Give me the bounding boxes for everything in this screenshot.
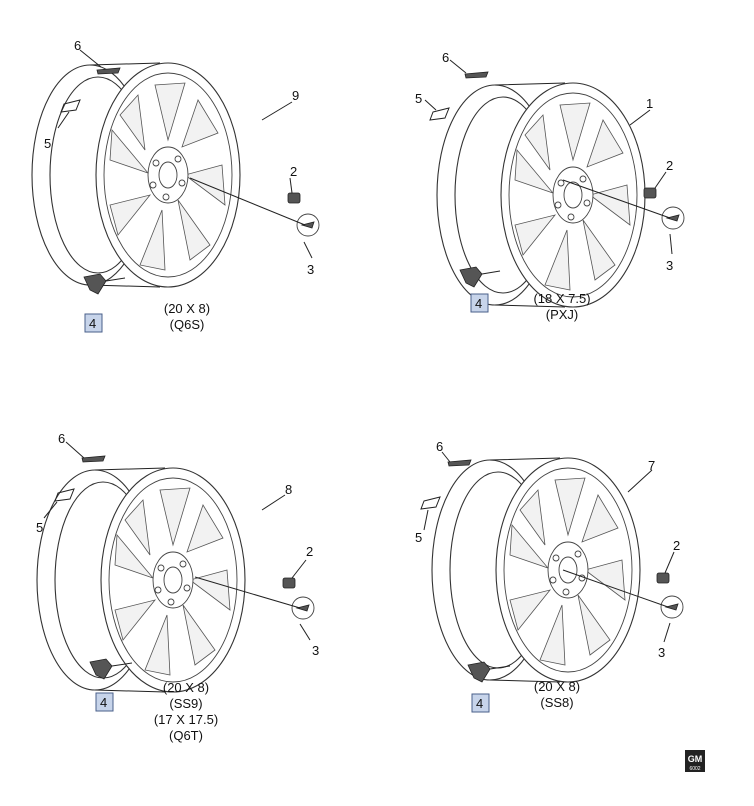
- weight-clip-icon: [60, 99, 81, 113]
- balance-weight-icon: [447, 459, 472, 467]
- lug-nut-icon: [282, 577, 296, 589]
- gm-logo-text: GM: [688, 754, 703, 764]
- callout-weight: 6: [58, 431, 65, 446]
- wheel-4-caption-line-1: (20 X 8): [534, 679, 580, 694]
- callout-sensor-highlight: [471, 693, 490, 713]
- callout-center-cap: 3: [666, 258, 673, 273]
- wheel-3-caption-line-4: (Q6T): [169, 728, 203, 743]
- lug-nut-icon: [643, 187, 657, 199]
- callout-wheel: 8: [285, 482, 292, 497]
- wheel-1-group: 6 5 9 2 3 4 (20 X 8) (Q6S): [31, 38, 320, 333]
- callout-lug-nut: 2: [673, 538, 680, 553]
- wheel-4-group: 6 5 7 2 3 4 (20 X 8) (SS8): [415, 439, 684, 713]
- callout-lug-nut: 2: [306, 544, 313, 559]
- callout-weight-clip: 5: [415, 530, 422, 545]
- tpms-sensor-icon: [83, 273, 107, 295]
- callout-weight: 6: [442, 50, 449, 65]
- callout-sensor-highlight: [95, 692, 114, 712]
- callout-weight-clip: 5: [44, 136, 51, 151]
- callout-sensor-highlight: [470, 293, 489, 313]
- balance-weight-icon: [81, 455, 106, 463]
- wheel-3-group: 6 5 8 2 3 4 (20 X 8) (SS9) (17 X 17.5) (…: [36, 431, 319, 743]
- callout-sensor: 4: [475, 296, 482, 311]
- tpms-sensor-icon: [459, 266, 483, 288]
- lug-nut-icon: [287, 192, 301, 204]
- balance-weight-icon: [464, 71, 489, 79]
- wheel-3-caption-line-3: (17 X 17.5): [154, 712, 218, 727]
- callout-weight-clip: 5: [415, 91, 422, 106]
- lug-nut-icon: [656, 572, 670, 584]
- callout-wheel: 9: [292, 88, 299, 103]
- callout-lug-nut: 2: [666, 158, 673, 173]
- weight-clip-icon: [420, 496, 441, 510]
- wheel-2-caption-line-2: (PXJ): [546, 307, 579, 322]
- callout-weight: 6: [436, 439, 443, 454]
- callout-wheel: 1: [646, 96, 653, 111]
- callout-sensor: 4: [100, 695, 107, 710]
- tpms-sensor-icon: [89, 658, 113, 680]
- weight-clip-icon: [54, 488, 75, 502]
- balance-weight-icon: [96, 67, 121, 75]
- callout-sensor-highlight: [84, 313, 103, 333]
- weight-clip-icon: [429, 107, 450, 121]
- callout-weight-clip: 5: [36, 520, 43, 535]
- callout-lug-nut: 2: [290, 164, 297, 179]
- wheel-2-group: 6 5 1 2 3 4 (18 X 7.5) (PXJ): [415, 50, 685, 322]
- gm-logo-code: 6002: [689, 766, 700, 772]
- callout-center-cap: 3: [312, 643, 319, 658]
- wheel-3-caption-line-2: (SS9): [169, 696, 202, 711]
- wheel-3-caption-line-1: (20 X 8): [163, 680, 209, 695]
- wheel-2-caption-line-1: (18 X 7.5): [533, 291, 590, 306]
- callout-wheel: 7: [648, 458, 655, 473]
- callout-sensor: 4: [476, 696, 483, 711]
- callout-sensor: 4: [89, 316, 96, 331]
- tpms-sensor-icon: [467, 661, 491, 683]
- gm-logo: GM 6002: [685, 750, 705, 772]
- callout-center-cap: 3: [658, 645, 665, 660]
- wheel-1-caption-line-1: (20 X 8): [164, 301, 210, 316]
- callout-center-cap: 3: [307, 262, 314, 277]
- callout-weight: 6: [74, 38, 81, 53]
- wheel-1-caption-line-2: (Q6S): [170, 317, 205, 332]
- wheel-4-caption-line-2: (SS8): [540, 695, 573, 710]
